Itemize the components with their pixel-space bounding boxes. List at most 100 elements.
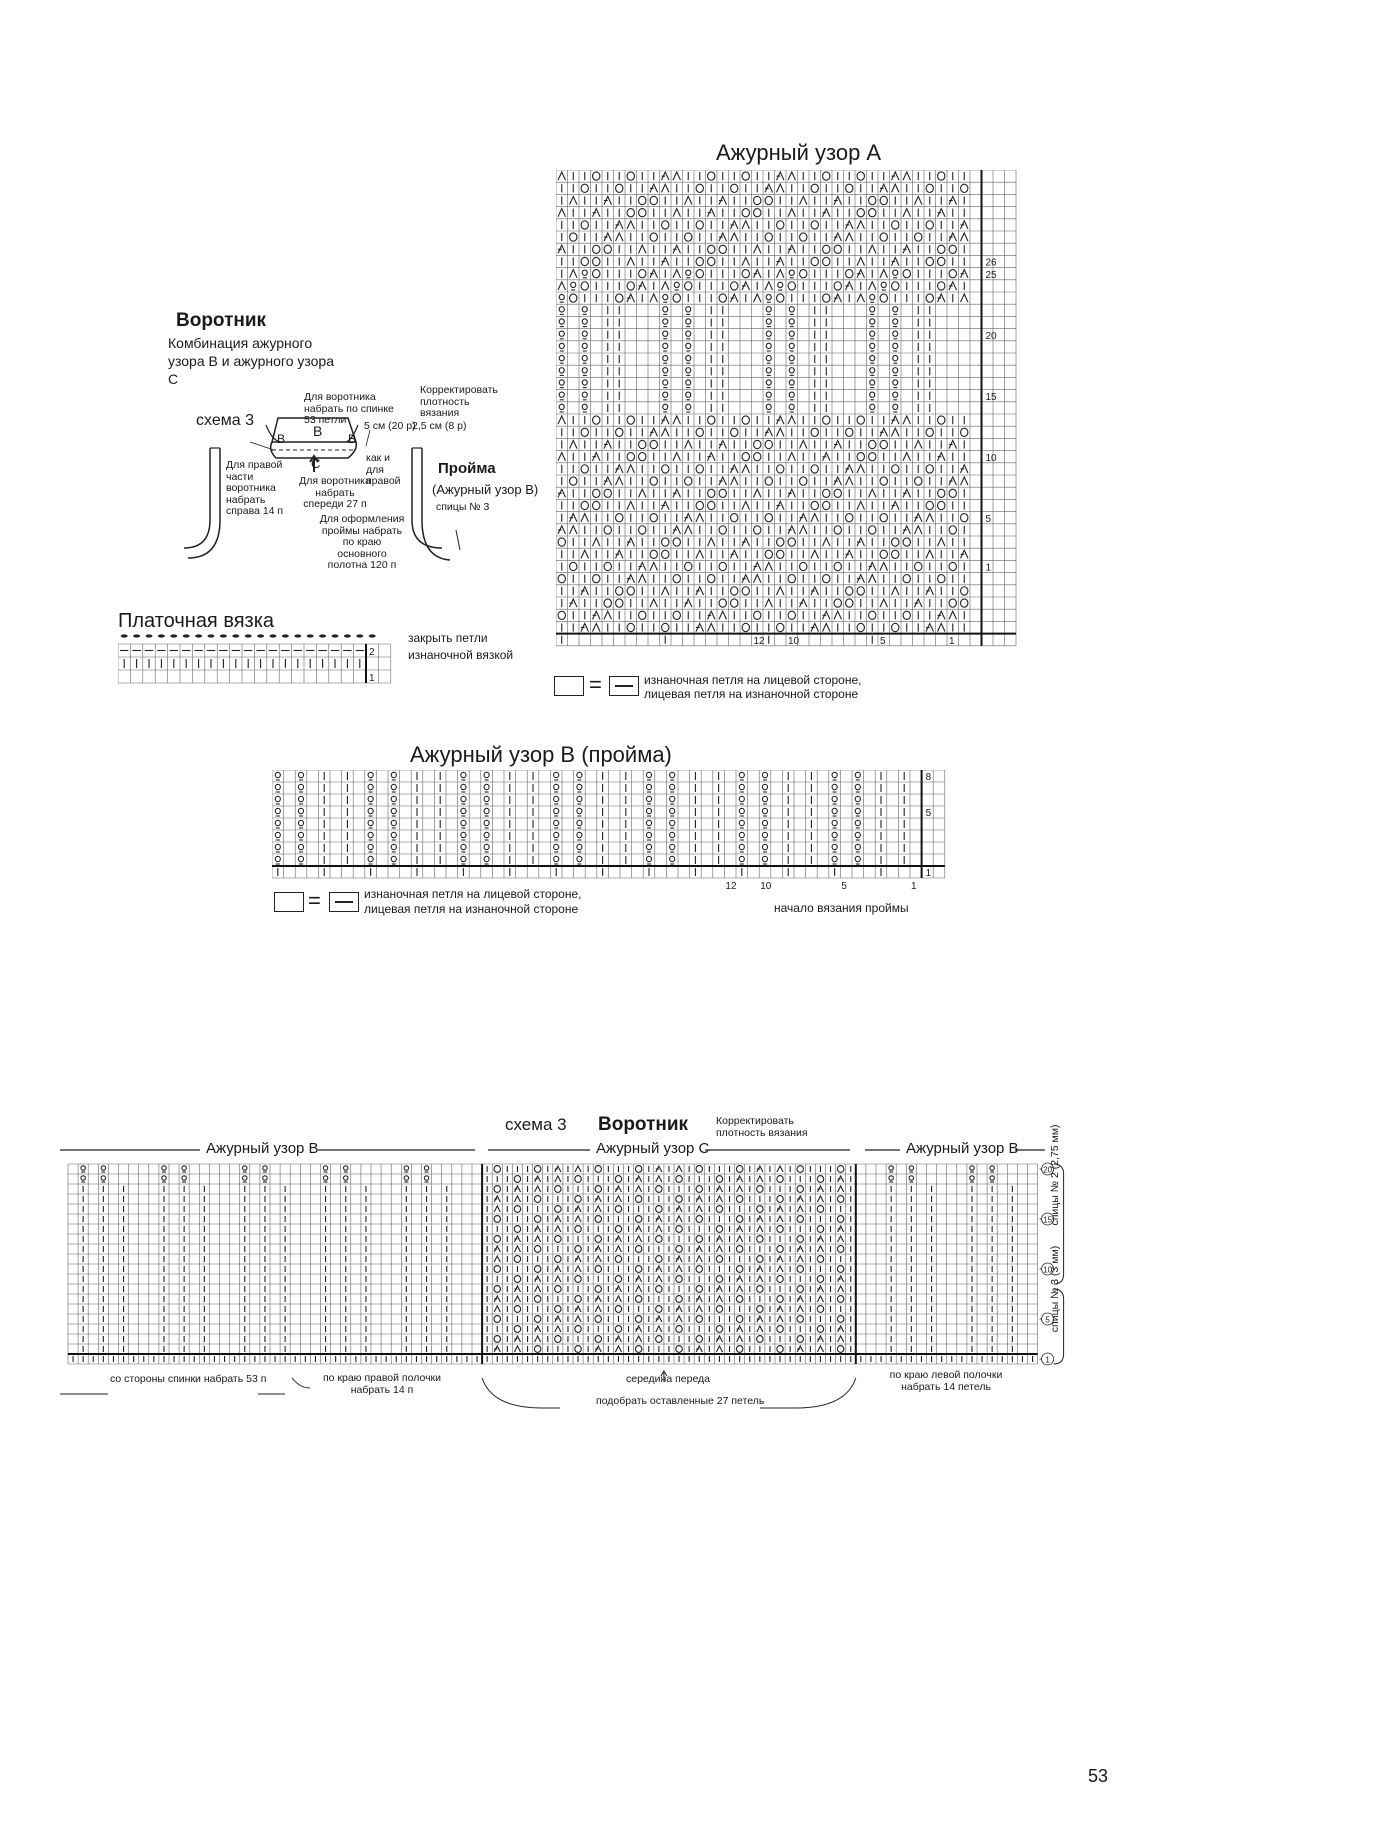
twisted-stitch-symbol — [368, 820, 373, 825]
yarn-over-symbol — [656, 1336, 662, 1343]
yarn-over-symbol — [892, 550, 899, 558]
yarn-over-symbol — [650, 477, 657, 485]
twisted-stitch-symbol — [461, 856, 466, 861]
yarn-over-symbol — [926, 294, 933, 302]
k2tog-symbol — [676, 1166, 682, 1172]
yarn-over-symbol — [797, 1166, 803, 1173]
twisted-stitch-symbol — [391, 844, 396, 849]
yarn-over-symbol — [731, 514, 738, 522]
k2tog-symbol — [823, 538, 831, 546]
yarn-over-symbol — [708, 245, 715, 253]
yarn-over-symbol — [736, 1216, 742, 1223]
k2tog-symbol — [514, 1346, 520, 1352]
pattern-b-col-number: 5 — [841, 881, 847, 892]
k2tog-symbol — [662, 587, 670, 595]
k2tog-symbol — [765, 282, 773, 290]
twisted-stitch-symbol — [582, 368, 587, 373]
yarn-over-symbol — [627, 587, 634, 595]
twisted-stitch-symbol — [484, 772, 489, 777]
twisted-stitch-symbol — [686, 380, 691, 385]
yarn-over-symbol — [892, 282, 899, 290]
twisted-stitch-symbol — [686, 343, 691, 348]
yarn-over-symbol — [708, 489, 715, 497]
yarn-over-symbol — [708, 575, 715, 583]
k2tog-symbol — [742, 501, 750, 509]
yarn-over-symbol — [593, 489, 600, 497]
twisted-stitch-symbol — [554, 808, 559, 813]
yarn-over-symbol — [716, 1176, 722, 1183]
twisted-stitch-symbol — [368, 796, 373, 801]
yarn-over-symbol — [800, 233, 807, 241]
bind-off-symbol — [344, 634, 351, 637]
k2tog-symbol — [558, 172, 566, 180]
twisted-stitch-symbol — [670, 784, 675, 789]
twisted-stitch-symbol — [582, 343, 587, 348]
twisted-stitch-symbol — [881, 282, 886, 287]
yarn-over-symbol — [575, 1196, 581, 1203]
yarn-over-symbol — [595, 1286, 601, 1293]
twisted-stitch-symbol — [870, 392, 875, 397]
note-correct-density: Корректировать плотность вязания — [420, 385, 510, 420]
yarn-over-symbol — [581, 282, 588, 290]
yarn-over-symbol — [949, 270, 956, 278]
twisted-stitch-symbol — [461, 832, 466, 837]
yarn-over-symbol — [817, 1306, 823, 1313]
k2tog-symbol — [811, 514, 819, 522]
k2tog-symbol — [961, 477, 969, 485]
twisted-stitch-symbol — [101, 1166, 105, 1170]
k2tog-symbol — [777, 1216, 783, 1222]
yarn-over-symbol — [635, 1266, 641, 1273]
twisted-stitch-symbol — [298, 820, 303, 825]
k2tog-symbol — [575, 1266, 581, 1272]
yarn-over-symbol — [765, 550, 772, 558]
twisted-stitch-symbol — [582, 270, 587, 275]
k2tog-symbol — [765, 599, 773, 607]
yarn-over-symbol — [514, 1206, 520, 1213]
bind-off-symbol — [282, 634, 289, 637]
k2tog-symbol — [708, 538, 716, 546]
twisted-stitch-symbol — [766, 368, 771, 373]
yarn-over-symbol — [938, 489, 945, 497]
k2tog-symbol — [938, 623, 946, 631]
yarn-over-symbol — [616, 428, 623, 436]
yarn-over-symbol — [869, 526, 876, 534]
yarn-over-symbol — [627, 282, 634, 290]
twisted-stitch-symbol — [368, 772, 373, 777]
twisted-stitch-symbol — [298, 808, 303, 813]
yarn-over-symbol — [650, 550, 657, 558]
yarn-over-symbol — [581, 428, 588, 436]
yarn-over-symbol — [869, 196, 876, 204]
yarn-over-symbol — [673, 538, 680, 546]
yarn-over-symbol — [823, 501, 830, 509]
yarn-over-symbol — [615, 1256, 621, 1263]
yarn-over-symbol — [719, 294, 726, 302]
yarn-over-symbol — [558, 538, 565, 546]
twisted-stitch-symbol — [762, 796, 767, 801]
k2tog-symbol — [656, 1326, 662, 1332]
yarn-over-symbol — [817, 1226, 823, 1233]
yarn-over-symbol — [834, 245, 841, 253]
pattern-a-title: Ажурный узор А — [716, 140, 881, 166]
yarn-over-symbol — [593, 257, 600, 265]
yarn-over-symbol — [837, 1196, 843, 1203]
yarn-over-symbol — [869, 440, 876, 448]
k2tog-symbol — [662, 184, 670, 192]
yarn-over-symbol — [834, 599, 841, 607]
twisted-stitch-symbol — [391, 820, 396, 825]
yarn-over-symbol — [615, 1176, 621, 1183]
yarn-over-symbol — [754, 196, 761, 204]
yarn-over-symbol — [656, 1186, 662, 1193]
yarn-over-symbol — [788, 282, 795, 290]
yarn-over-symbol — [595, 1216, 601, 1223]
pattern-a-row-number: 5 — [986, 514, 992, 525]
k2tog-symbol — [627, 465, 635, 473]
k2tog-symbol — [892, 587, 900, 595]
twisted-stitch-symbol — [298, 844, 303, 849]
k2tog-symbol — [716, 1346, 722, 1352]
k2tog-symbol — [838, 1286, 844, 1292]
yarn-over-symbol — [892, 465, 899, 473]
yarn-over-symbol — [514, 1276, 520, 1283]
yarn-over-symbol — [595, 1236, 601, 1243]
yarn-over-symbol — [595, 1166, 601, 1173]
k2tog-symbol — [903, 209, 911, 217]
